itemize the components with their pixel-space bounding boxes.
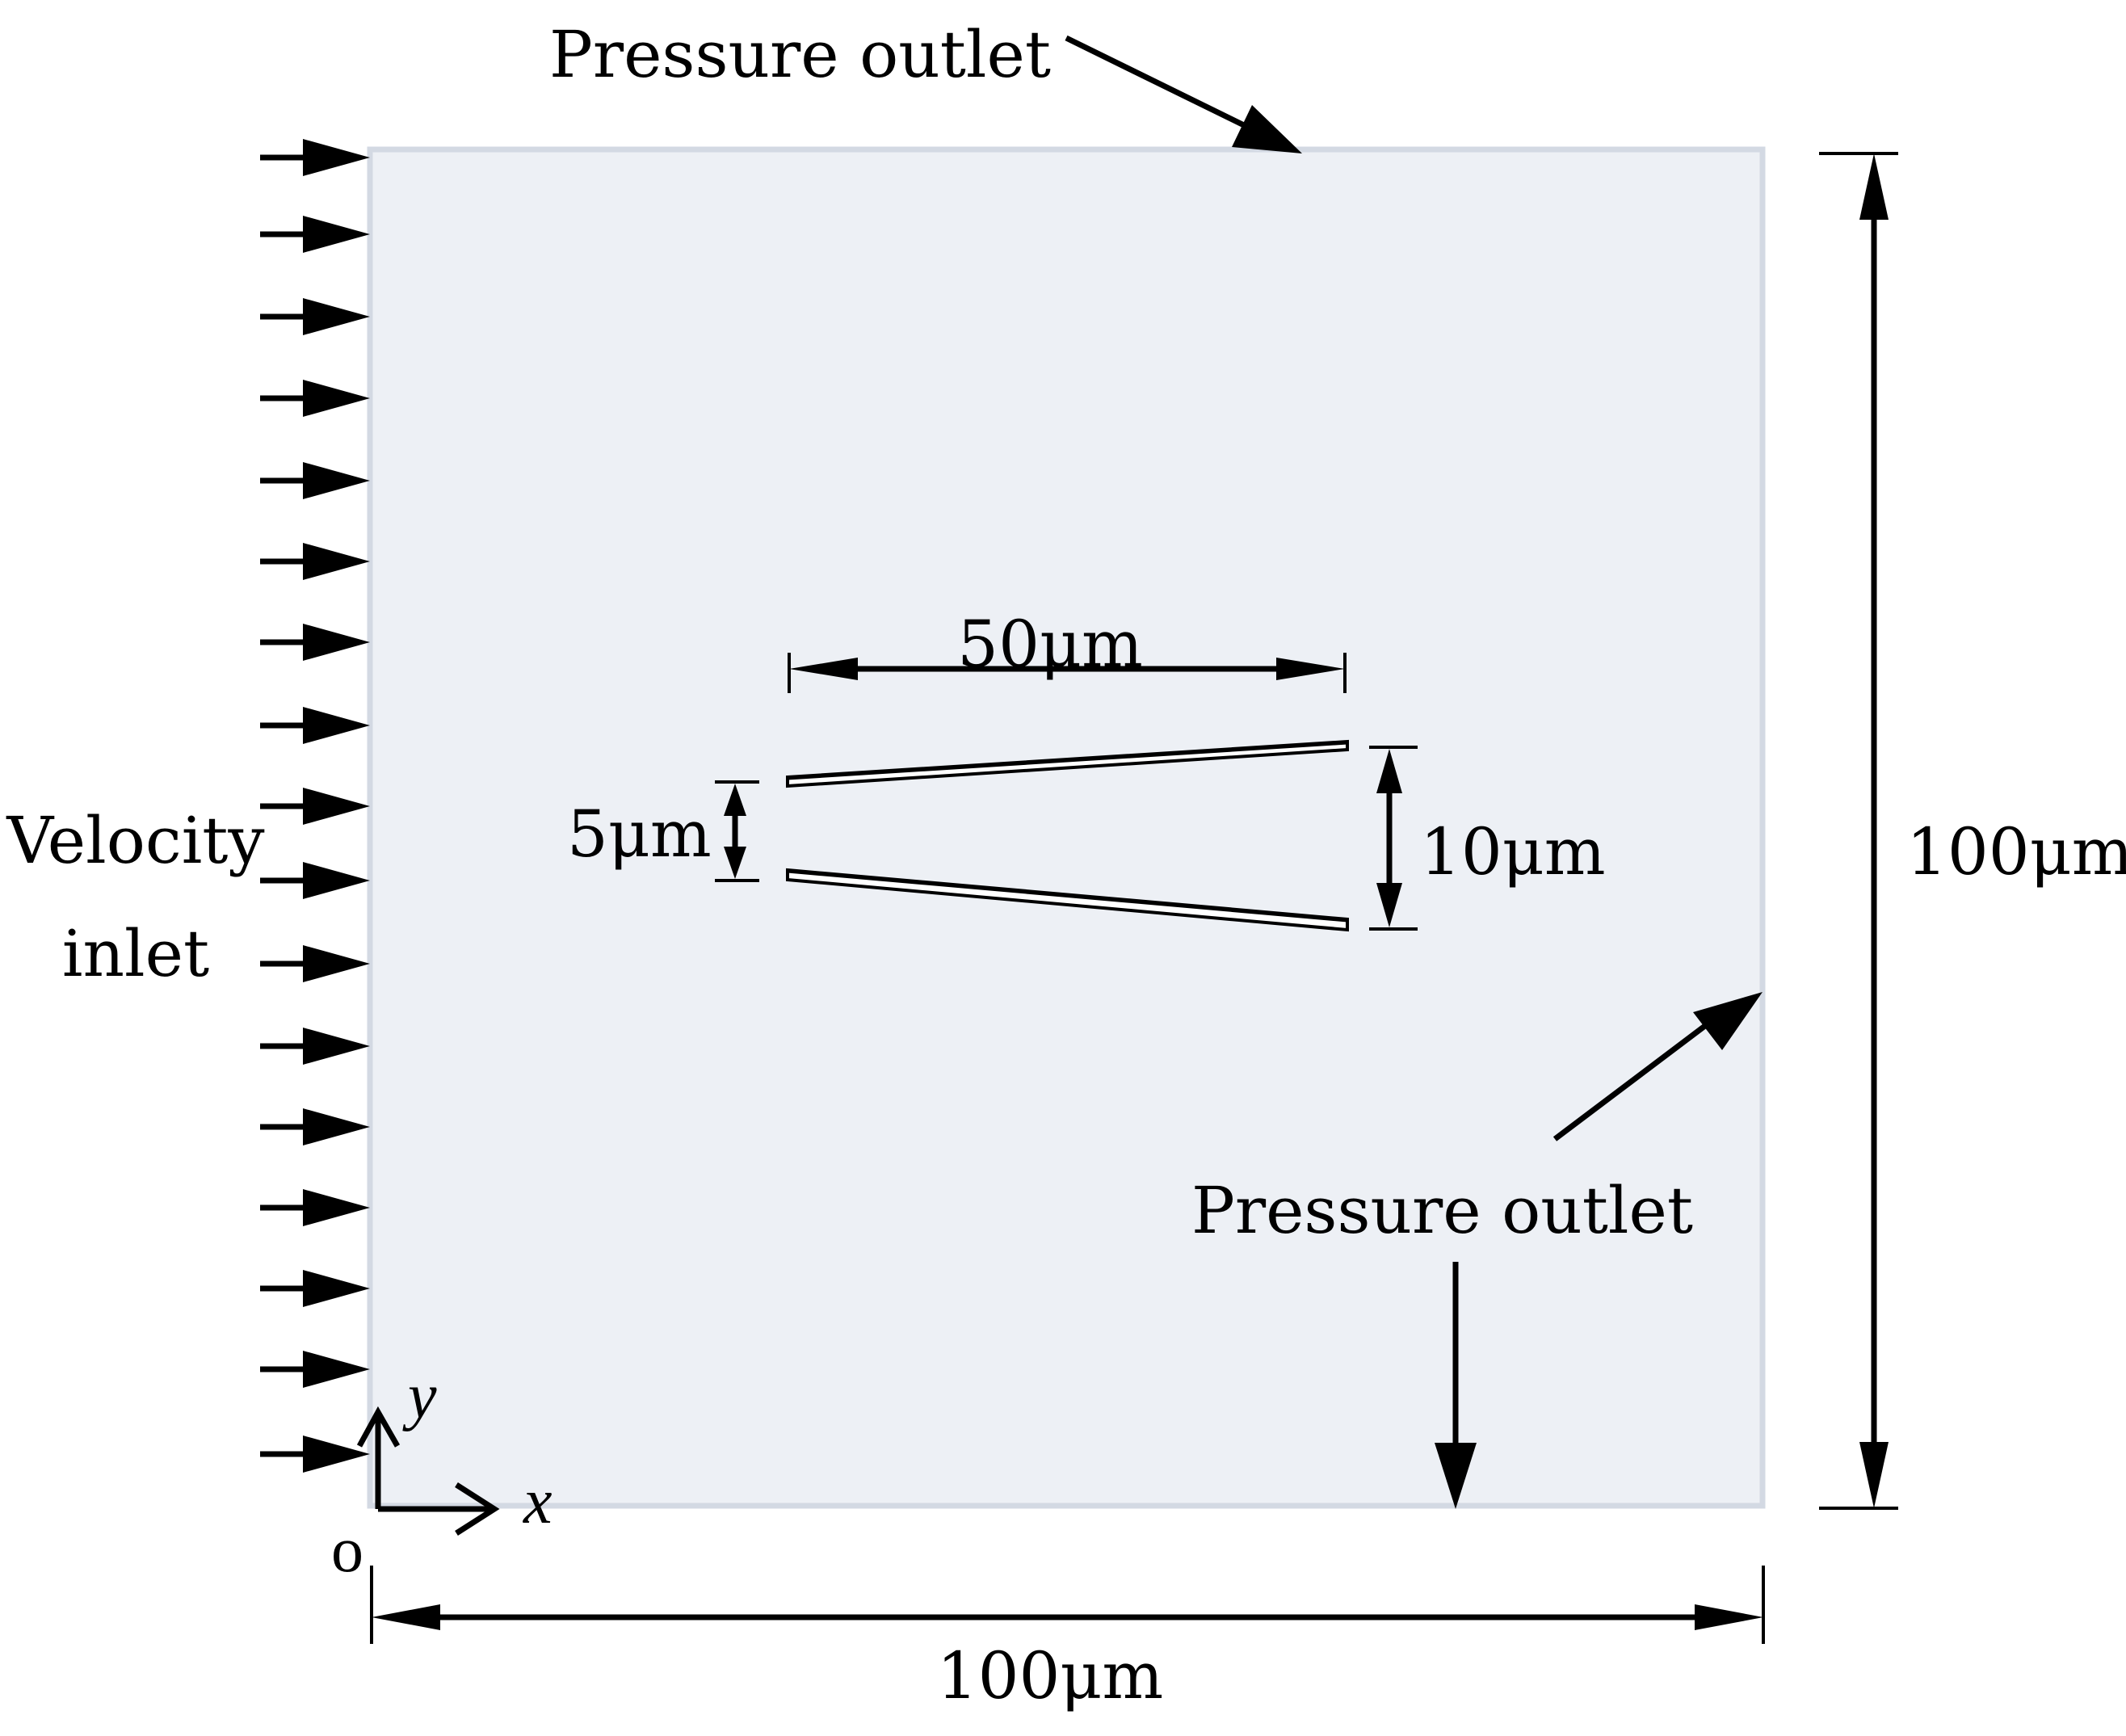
outlet-gap-dimension bbox=[1369, 746, 1418, 931]
coordinate-axes bbox=[356, 1406, 500, 1536]
inlet-arrow-head bbox=[303, 945, 370, 982]
top-outlet-arrow bbox=[1065, 35, 1302, 153]
right-outlet-label: Pressure outlet bbox=[1191, 1173, 1693, 1248]
inlet-arrow-head bbox=[303, 1435, 370, 1473]
lower-plate bbox=[786, 868, 1349, 932]
inlet-arrow-head bbox=[303, 862, 370, 899]
upper-plate bbox=[786, 739, 1349, 788]
inlet-arrow-head bbox=[303, 380, 370, 417]
length-dimension bbox=[788, 653, 1347, 693]
inlet-arrow-head bbox=[303, 1270, 370, 1307]
inlet-arrow-head bbox=[303, 216, 370, 253]
length-label: 50μm bbox=[957, 607, 1143, 682]
inlet-arrow-head bbox=[303, 1108, 370, 1145]
inlet-arrow-head bbox=[303, 1351, 370, 1388]
inlet-arrow-head bbox=[303, 788, 370, 825]
inlet-label-line2: inlet bbox=[62, 916, 209, 991]
inlet-arrow-head bbox=[303, 298, 370, 335]
inlet-label-line1: Velocity bbox=[6, 803, 264, 878]
origin-label: o bbox=[331, 1515, 363, 1586]
outlet-gap-label: 10μm bbox=[1420, 814, 1606, 889]
inlet-arrow-head bbox=[303, 707, 370, 744]
bottom-outlet-arrow bbox=[1435, 1262, 1477, 1509]
inlet-arrow-head bbox=[303, 624, 370, 661]
right-outlet-arrow bbox=[1552, 992, 1763, 1141]
inlet-gap-label: 5μm bbox=[567, 797, 712, 872]
inlet-arrow-head bbox=[303, 1189, 370, 1226]
top-outlet-label: Pressure outlet bbox=[549, 17, 1051, 92]
height-label: 100μm bbox=[1906, 814, 2126, 889]
width-dimension bbox=[370, 1566, 1765, 1644]
inlet-arrow-head bbox=[303, 139, 370, 176]
computational-domain bbox=[367, 146, 1766, 1509]
velocity-inlet-arrows bbox=[260, 139, 370, 1473]
y-axis-label: y bbox=[402, 1361, 437, 1432]
height-dimension bbox=[1819, 152, 1898, 1510]
inlet-arrow-head bbox=[303, 462, 370, 499]
inlet-gap-dimension bbox=[715, 780, 759, 882]
inlet-arrow-head bbox=[303, 543, 370, 580]
width-label: 100μm bbox=[937, 1638, 1164, 1713]
inlet-arrow-head bbox=[303, 1028, 370, 1065]
x-axis-label: x bbox=[523, 1466, 553, 1537]
